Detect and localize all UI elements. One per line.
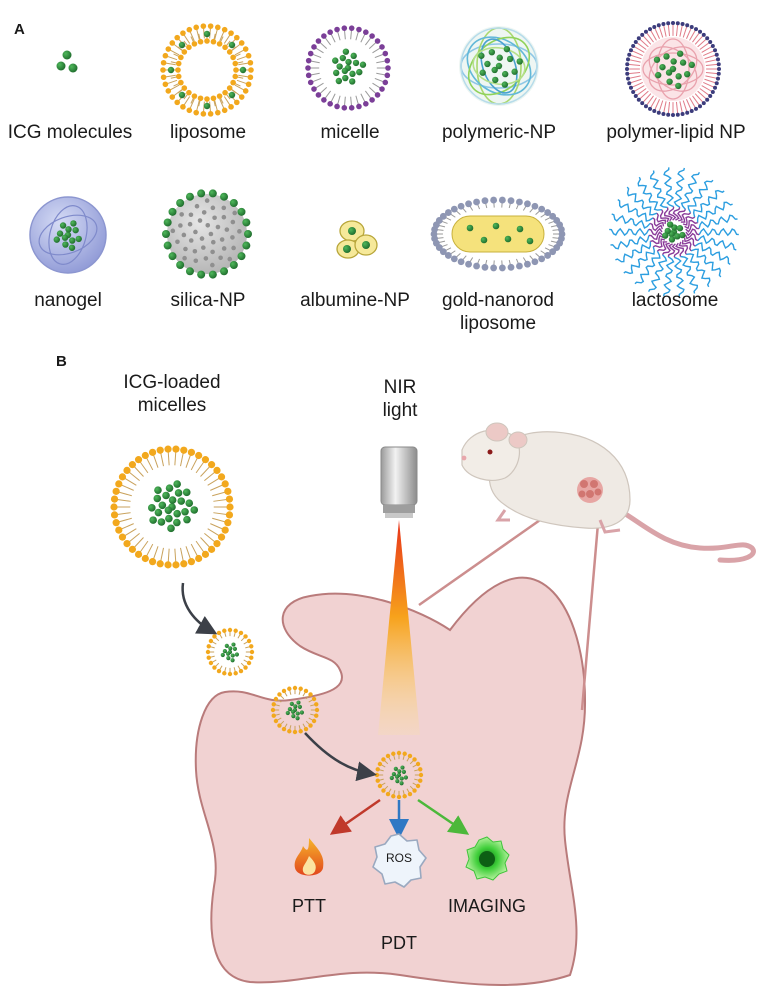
ros-label: ROS — [385, 851, 412, 865]
label-micelle: micelle — [320, 122, 380, 143]
label-polymer-lipid-np: polymer-lipid NP — [606, 122, 746, 143]
panel-b-letter: B — [56, 353, 67, 370]
label-icg-molecules: ICG molecules — [7, 122, 133, 143]
lactosome-icon — [609, 167, 739, 297]
label-gold-nanorod-line2: liposome — [459, 313, 537, 334]
tumor-cell-shape — [194, 576, 587, 986]
mouse-illustration — [461, 422, 756, 563]
silica-np-icon — [162, 189, 252, 279]
arrow-ptt — [329, 798, 381, 835]
label-ptt: PTT — [292, 896, 326, 916]
arrow-imaging — [417, 798, 470, 835]
ros-icon — [372, 833, 427, 888]
albumine-np-icon — [336, 220, 378, 259]
polymeric-np-icon — [459, 26, 539, 106]
tumor-on-mouse — [577, 477, 603, 503]
micelle-small-3 — [374, 750, 424, 800]
micelle-small-2 — [270, 685, 320, 735]
arrow-uptake-1 — [181, 582, 218, 635]
nir-beam — [378, 520, 420, 735]
label-nir-line2: light — [382, 400, 418, 421]
imaging-glow-icon — [465, 836, 510, 881]
flame-icon — [294, 838, 324, 876]
label-liposome: liposome — [169, 122, 247, 143]
label-icg-loaded-line1: ICG-loaded — [123, 372, 221, 393]
label-imaging: IMAGING — [447, 896, 526, 916]
label-silica-np: silica-NP — [170, 290, 246, 311]
nanogel-icon — [29, 196, 107, 274]
label-nir-light: NIR light — [360, 376, 440, 422]
label-polymeric-np: polymeric-NP — [441, 122, 557, 143]
nir-light-source-icon — [378, 446, 420, 735]
gold-nanorod-liposome-icon — [430, 196, 566, 272]
polymer-lipid-np-icon — [625, 21, 721, 117]
label-nir-line1: NIR — [383, 377, 417, 398]
liposome-icon — [160, 23, 254, 117]
label-nanogel: nanogel — [34, 290, 102, 311]
panel-a-letter: A — [14, 21, 25, 38]
arrow-uptake-2 — [304, 732, 377, 782]
label-icg-loaded-micelles: ICG-loaded micelles — [102, 371, 242, 417]
label-icg-loaded-line2: micelles — [137, 395, 207, 416]
micelle-small-1 — [205, 627, 255, 677]
micelle-icon — [305, 25, 391, 111]
label-lactosome: lactosome — [631, 290, 719, 311]
label-gold-nanorod-line1: gold-nanorod — [442, 290, 554, 311]
label-pdt: PDT — [381, 933, 417, 953]
label-gold-nanorod-liposome: gold-nanorod liposome — [438, 289, 558, 335]
icg-molecules-icon — [56, 50, 78, 73]
label-albumine-np: albumine-NP — [300, 290, 410, 311]
icg-loaded-micelle-icon — [110, 445, 234, 569]
